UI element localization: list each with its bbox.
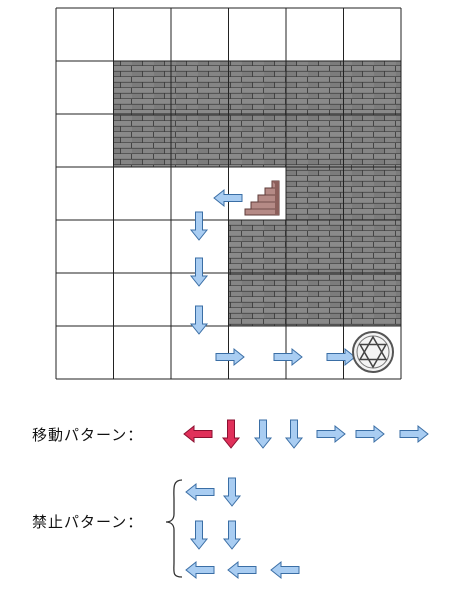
move-right-arrow-icon xyxy=(399,424,429,444)
wall-cell xyxy=(228,61,287,115)
move-down-arrow-icon xyxy=(284,419,304,449)
forbidden-pattern-label: 禁止パターン： xyxy=(32,513,144,531)
down-arrow-icon xyxy=(189,211,209,241)
left-arrow-icon xyxy=(213,188,243,208)
move-down-arrow-icon xyxy=(221,419,241,449)
wall-cell xyxy=(113,61,172,115)
wall-cell xyxy=(286,220,344,274)
wall-cell xyxy=(228,114,287,168)
wall-cell xyxy=(286,167,344,221)
wall-cell xyxy=(343,220,402,274)
right-arrow-icon xyxy=(326,347,356,367)
forbidden-left-arrow-icon xyxy=(185,560,215,580)
move-down-arrow-icon xyxy=(253,419,273,449)
forbidden-down-arrow-icon xyxy=(222,520,242,550)
wall-cell xyxy=(343,273,402,327)
forbidden-down-arrow-icon xyxy=(189,520,209,550)
down-arrow-icon xyxy=(189,305,209,335)
hexagram-circle-icon xyxy=(352,331,394,373)
move-left-arrow-icon xyxy=(183,424,213,444)
right-arrow-icon xyxy=(215,347,245,367)
wall-cell xyxy=(113,114,172,168)
forbidden-left-arrow-icon xyxy=(270,560,300,580)
move-right-arrow-icon xyxy=(316,424,346,444)
wall-cell xyxy=(286,273,344,327)
wall-cell xyxy=(343,114,402,168)
forbidden-brace xyxy=(165,479,183,578)
wall-cell xyxy=(343,167,402,221)
wall-cell xyxy=(343,61,402,115)
down-arrow-icon xyxy=(189,257,209,287)
wall-cell xyxy=(171,114,229,168)
move-pattern-label: 移動パターン： xyxy=(32,426,144,444)
move-right-arrow-icon xyxy=(355,424,385,444)
wall-cell xyxy=(228,220,287,274)
wall-cell xyxy=(286,114,344,168)
stairs-icon xyxy=(244,180,280,216)
forbidden-down-arrow-icon xyxy=(222,477,242,507)
forbidden-left-arrow-icon xyxy=(227,560,257,580)
wall-cell xyxy=(171,61,229,115)
wall-cell xyxy=(228,273,287,327)
wall-cell xyxy=(286,61,344,115)
right-arrow-icon xyxy=(273,347,303,367)
forbidden-left-arrow-icon xyxy=(185,482,215,502)
